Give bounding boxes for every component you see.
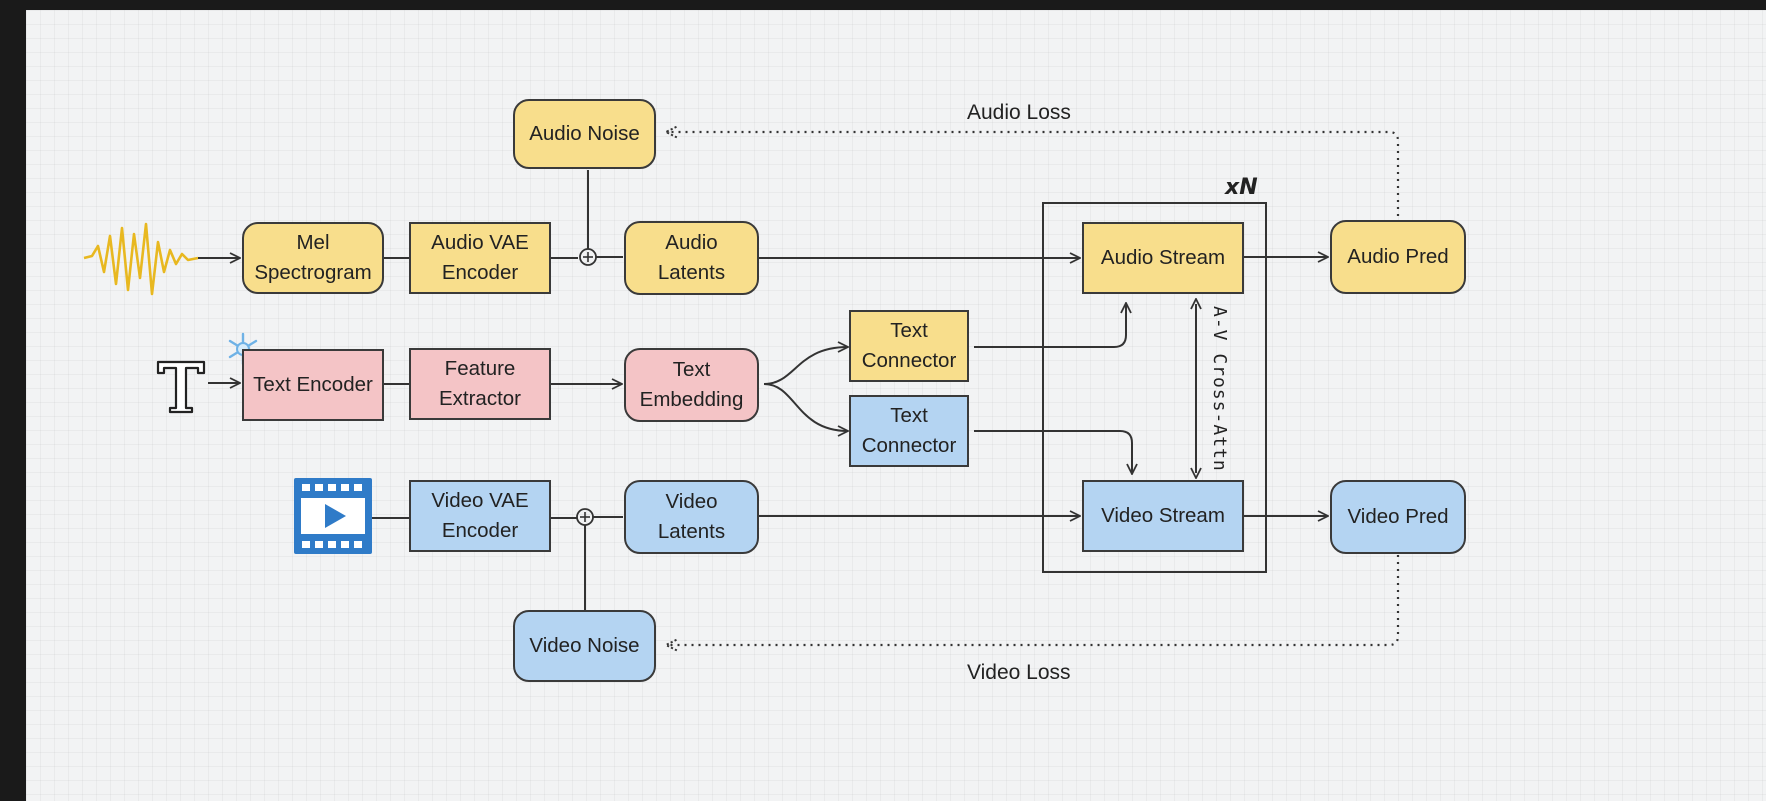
video-loss-label: Video Loss [967, 661, 1071, 684]
audio-stream-box: Audio Stream [1082, 222, 1244, 294]
repeat-block-frame [1042, 202, 1267, 573]
audio-latents-label-line1: Audio [665, 231, 718, 255]
text-t-icon [156, 360, 206, 414]
audio-pred-label: Audio Pred [1347, 245, 1449, 269]
text-connector-video-label-line1: Text [890, 404, 928, 428]
audio-pred-box: Audio Pred [1330, 220, 1466, 294]
cross-attn-label: A-V Cross-Attn [1209, 306, 1230, 472]
text-embedding-label-line1: Text [672, 358, 711, 382]
text-connector-video-label-line2: Connector [861, 434, 957, 457]
video-play-icon [294, 478, 372, 554]
audio-loss-path [666, 132, 1400, 216]
text-embedding-label-line2: Embedding [639, 388, 744, 411]
video-pred-box: Video Pred [1330, 480, 1466, 554]
video-noise-box: Video Noise [513, 610, 656, 682]
text-encoder-box: Text Encoder [242, 349, 384, 421]
audio-row-connectors [198, 170, 1328, 266]
audio-stream-label: Audio Stream [1100, 246, 1226, 270]
video-vae-label-line2: Encoder [441, 519, 519, 542]
video-vae-encoder-box: Video VAE Encoder [409, 480, 551, 552]
audio-loss-label: Audio Loss [967, 101, 1071, 124]
video-loss-path [666, 555, 1400, 645]
feature-label-line2: Extractor [438, 387, 522, 410]
video-latents-label-line1: Video [665, 490, 718, 514]
connector-layer [83, 10, 1400, 801]
audio-noise-box: Audio Noise [513, 99, 656, 169]
audio-latents-label-line2: Latents [657, 261, 726, 284]
video-stream-label: Video Stream [1101, 504, 1225, 528]
text-connector-audio-label-line1: Text [890, 319, 928, 343]
video-row-connectors [372, 508, 1328, 610]
mel-label-line1: Mel [296, 231, 330, 255]
audio-vae-label-line1: Audio VAE [431, 231, 529, 255]
audio-noise-label: Audio Noise [529, 122, 640, 146]
audio-vae-label-line2: Encoder [441, 261, 519, 284]
mel-label-line2: Spectrogram [254, 261, 372, 284]
repeat-count-label: xN [1225, 175, 1258, 200]
text-encoder-label: Text Encoder [253, 373, 373, 397]
feature-label-line1: Feature [444, 357, 516, 381]
audio-waveform-icon [83, 222, 199, 296]
audio-vae-encoder-box: Audio VAE Encoder [409, 222, 551, 294]
video-latents-label-line2: Latents [657, 520, 726, 543]
text-row-connectors [208, 303, 1132, 474]
video-noise-label: Video Noise [529, 634, 640, 658]
text-connector-audio-label-line2: Connector [861, 349, 957, 372]
video-stream-box: Video Stream [1082, 480, 1244, 552]
video-vae-label-line1: Video VAE [431, 489, 529, 513]
video-pred-label: Video Pred [1347, 505, 1449, 529]
